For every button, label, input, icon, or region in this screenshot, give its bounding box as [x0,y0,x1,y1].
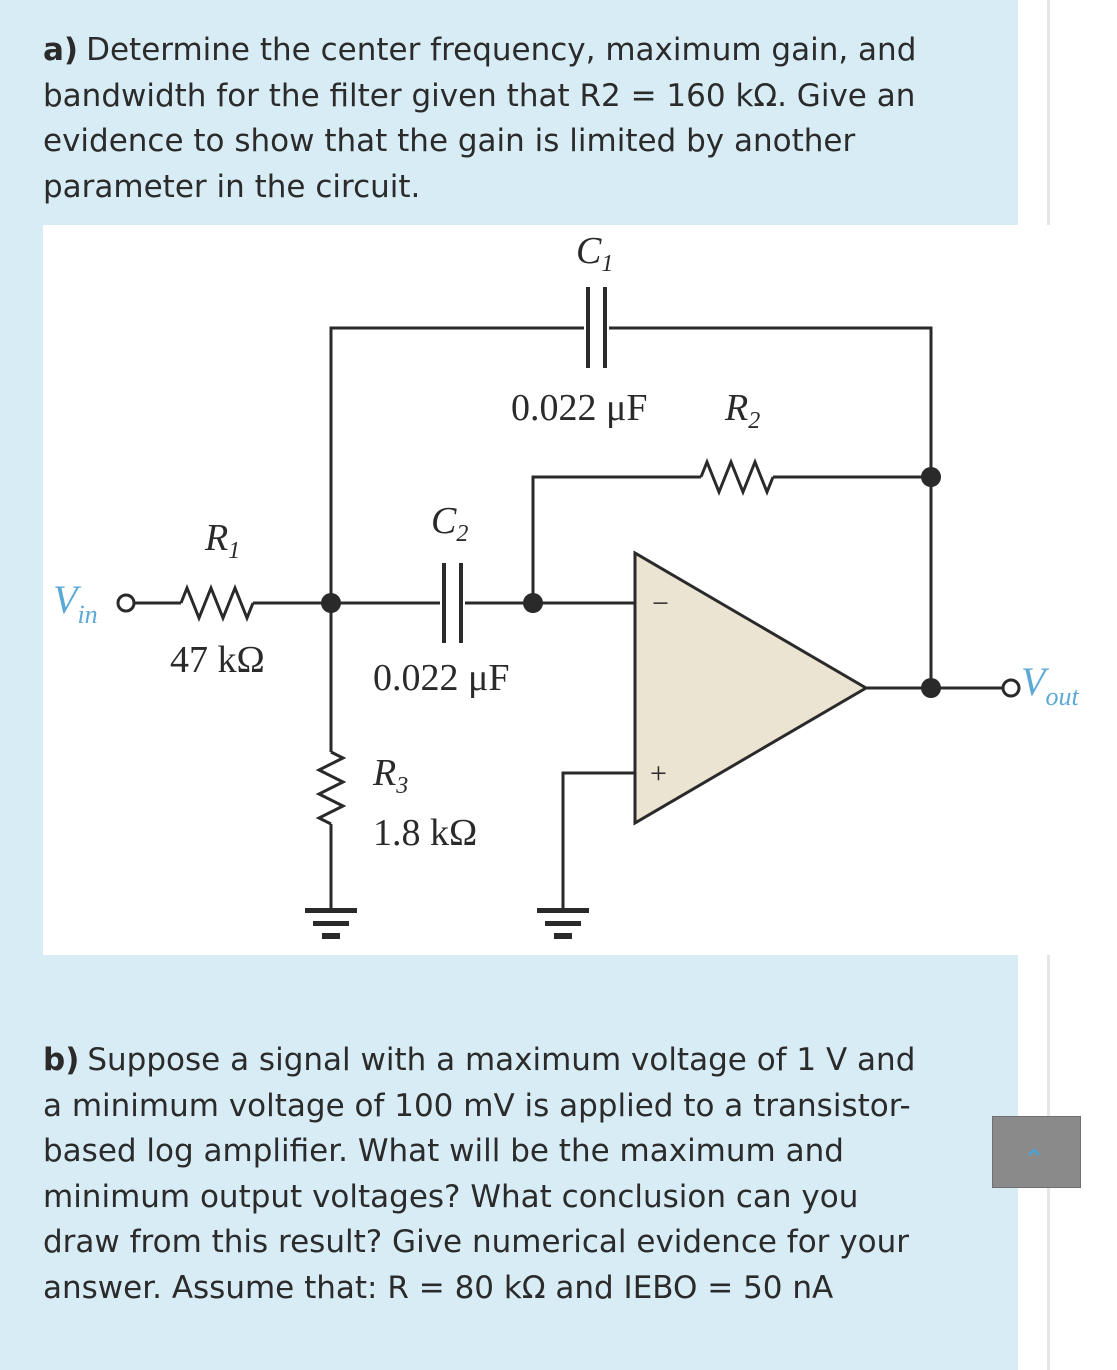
junction-node [523,593,543,613]
question-b: b)Suppose a signal with a maximum voltag… [43,1038,943,1311]
opamp-triangle [633,550,869,826]
opamp-plus: + [650,757,667,790]
r1-resistor [179,583,255,623]
junction-node [321,593,341,613]
junction-node [921,467,941,487]
r3-label: R3 [372,752,408,799]
r1-value: 47 kΩ [170,639,265,681]
opamp-minus: − [652,587,669,620]
ground-right [537,908,589,939]
question-b-text: Suppose a signal with a maximum voltage … [43,1042,916,1306]
chevron-up-icon [1028,1148,1040,1156]
junction-node [921,678,941,698]
vin-terminal [116,593,136,613]
r2-label: R2 [724,387,760,434]
vout-terminal [1001,678,1021,698]
r2-resistor [699,457,775,497]
c2-label: C2 [431,500,468,547]
r3-resistor [315,750,347,826]
c2-value: 0.022 μF [373,657,510,699]
wire-plus-ground [561,771,635,908]
vout-label: Vout [1021,659,1079,711]
scroll-up-button[interactable] [992,1116,1081,1188]
ground-left [305,908,357,939]
wire-c1-left [329,326,584,603]
r1-label: R1 [204,517,240,564]
question-a: a)Determine the center frequency, maximu… [43,28,943,210]
question-a-label: a) [43,32,79,68]
circuit-diagram: C1 0.022 μF R2 C2 0.022 μF R1 47 kΩ R3 1… [53,230,1079,939]
wire-c1-right [609,326,933,477]
vin-label: Vin [53,577,98,629]
question-a-text: Determine the center frequency, maximum … [43,32,917,205]
wire-r2-left [531,475,701,603]
r3-value: 1.8 kΩ [373,812,477,854]
circuit-figure: C1 0.022 μF R2 C2 0.022 μF R1 47 kΩ R3 1… [43,225,1117,955]
c1-value: 0.022 μF [511,387,648,429]
c1-label: C1 [576,230,613,277]
question-b-label: b) [43,1042,80,1078]
